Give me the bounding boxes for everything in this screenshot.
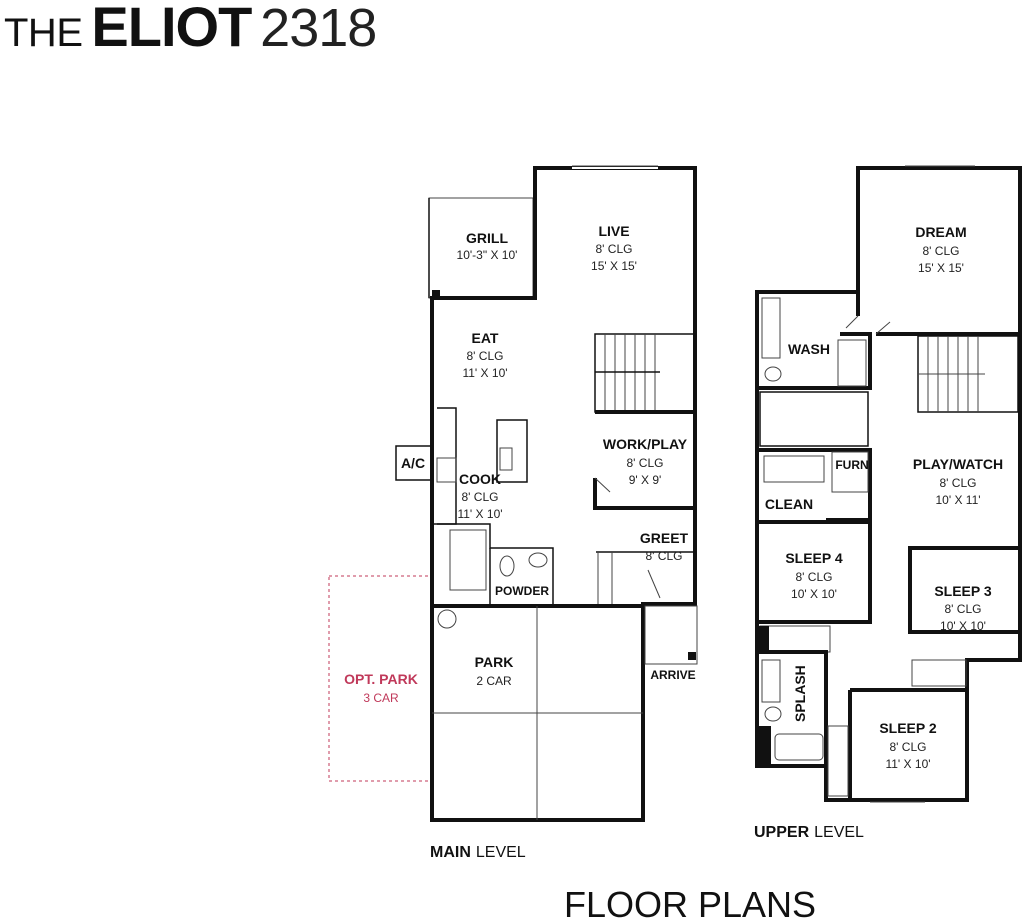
- grill-size: 10'-3" X 10': [457, 248, 518, 262]
- island-sink: [499, 447, 513, 471]
- live-ceiling: 8' CLG: [596, 242, 633, 256]
- sleep3-walls: [908, 546, 1020, 634]
- work-play-walls: [593, 410, 697, 510]
- splash-toilet: [764, 706, 782, 722]
- water-heater: [437, 609, 457, 629]
- sleep4-size: 10' X 10': [791, 587, 837, 601]
- splash-dark-wall: [757, 726, 771, 766]
- kitchen-island: [496, 419, 528, 483]
- main-level-bold: MAIN: [430, 844, 471, 861]
- porch-post: [688, 652, 696, 660]
- eat-size: 11' X 10': [462, 366, 507, 380]
- sleep3-size: 10' X 10': [940, 619, 986, 633]
- play-watch-size: 10' X 11': [935, 493, 980, 507]
- greet-door: [647, 569, 661, 599]
- sleep2-ceiling: 8' CLG: [890, 740, 927, 754]
- live-label: LIVE: [598, 223, 629, 239]
- upper-level-bold: UPPER: [754, 824, 810, 841]
- furn-label: FURN: [835, 458, 868, 472]
- wash-walls: [757, 332, 872, 390]
- dream-closet: [759, 391, 869, 447]
- eat-label: EAT: [472, 330, 499, 346]
- sleep4-walls: [757, 520, 872, 624]
- wash-label: WASH: [788, 341, 830, 357]
- title-name: ELIOT: [91, 0, 252, 58]
- opt-park-size: 3 CAR: [363, 691, 399, 705]
- furnace: [831, 451, 869, 493]
- clean-label: CLEAN: [765, 496, 813, 512]
- dream-ceiling: 8' CLG: [923, 244, 960, 258]
- dream-walls: [856, 292, 1020, 336]
- work-play-door: [594, 477, 611, 493]
- sleep2-closet: [827, 725, 849, 797]
- upper-level-rest: LEVEL: [814, 824, 864, 841]
- powder-toilet: [499, 555, 515, 577]
- cook-ceiling: 8' CLG: [462, 490, 499, 504]
- floor-plans-footer: FLOOR PLANS: [564, 884, 816, 921]
- sleep4-closet: [759, 625, 831, 653]
- cook-size: 11' X 10': [457, 507, 502, 521]
- sleep2-size: 11' X 10': [885, 757, 930, 771]
- play-watch-ceiling: 8' CLG: [940, 476, 977, 490]
- main-level-caption: MAIN LEVEL: [430, 844, 526, 861]
- wash-shower: [837, 339, 867, 387]
- greet-label: GREET: [640, 530, 689, 546]
- work-play-size: 9' X 9': [629, 473, 662, 487]
- upper-exterior-walls: [755, 166, 1022, 802]
- sleep3-ceiling: 8' CLG: [945, 602, 982, 616]
- greet-closet: [597, 552, 613, 604]
- grill-label: GRILL: [466, 230, 508, 246]
- pantry: [449, 529, 487, 591]
- grill-post: [432, 290, 440, 298]
- main-level-plan: GRILL 10'-3" X 10' LIVE 8' CLG 15' X 15'…: [328, 165, 698, 861]
- dream-label: DREAM: [915, 224, 966, 240]
- sleep3-label: SLEEP 3: [934, 583, 992, 599]
- ac-label: A/C: [401, 455, 425, 471]
- arrive-porch: [644, 605, 698, 665]
- main-exterior-walls: [430, 166, 697, 822]
- title-prefix: THE: [4, 11, 83, 55]
- work-play-ceiling: 8' CLG: [627, 456, 664, 470]
- cook-label: COOK: [459, 471, 501, 487]
- arrive-label: ARRIVE: [650, 668, 695, 682]
- work-play-label: WORK/PLAY: [603, 436, 688, 452]
- powder-label: POWDER: [495, 584, 549, 598]
- powder-sink: [528, 552, 548, 568]
- greet-ceiling: 8' CLG: [646, 549, 683, 563]
- splash-label: SPLASH: [792, 665, 808, 722]
- splash-vanity: [761, 659, 781, 703]
- upper-stair-treads: [918, 336, 985, 412]
- main-stair-treads: [604, 334, 656, 410]
- live-size: 15' X 15': [591, 259, 637, 273]
- sleep4-label: SLEEP 4: [785, 550, 843, 566]
- park-label: PARK: [475, 654, 514, 670]
- eat-ceiling: 8' CLG: [467, 349, 504, 363]
- sleep2-label: SLEEP 2: [879, 720, 937, 736]
- main-level-rest: LEVEL: [476, 844, 526, 861]
- ac-pad: [395, 445, 433, 481]
- plan-title: THE ELIOT 2318: [4, 0, 377, 59]
- sleep4-ceiling: 8' CLG: [796, 570, 833, 584]
- cooktop: [436, 457, 457, 483]
- upper-level-plan: DREAM 8' CLG 15' X 15' WASH PLAY/WATCH 8…: [754, 165, 1022, 841]
- splash-tub: [774, 733, 824, 761]
- sleep4-dark-wall: [757, 626, 769, 652]
- play-watch-label: PLAY/WATCH: [913, 456, 1003, 472]
- wash-toilet: [764, 366, 782, 382]
- dream-size: 15' X 15': [918, 261, 964, 275]
- kitchen-counter: [437, 407, 457, 525]
- sleep2-walls: [848, 688, 967, 800]
- washer-dryer: [763, 455, 825, 483]
- splash-walls: [757, 650, 828, 766]
- opt-park-label: OPT. PARK: [344, 671, 418, 687]
- sleep3-closet: [911, 659, 967, 687]
- park-size: 2 CAR: [476, 674, 512, 688]
- title-number: 2318: [260, 0, 377, 58]
- wash-vanity: [761, 297, 781, 359]
- dream-doors: [845, 315, 891, 335]
